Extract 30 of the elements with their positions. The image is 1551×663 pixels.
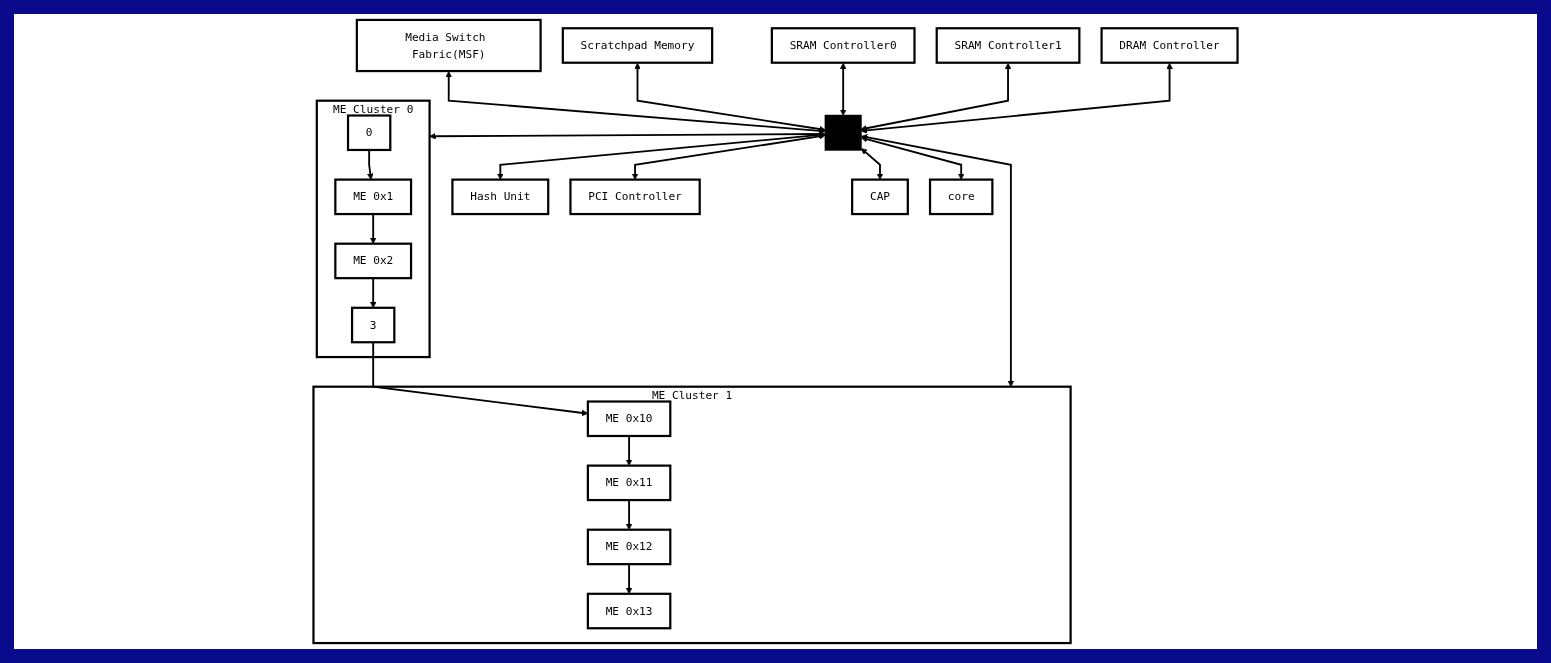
node-box: ME 0x1 <box>334 178 413 216</box>
node-box: Scratchpad Memory <box>561 27 714 64</box>
node-box: SRAM Controller1 <box>935 27 1081 64</box>
node-box: SRAM Controller0 <box>770 27 916 64</box>
arrow <box>631 133 826 180</box>
node-box: ME 0x10 <box>586 400 672 438</box>
arrow <box>860 134 1015 387</box>
node-box: ME 0x12 <box>586 528 672 566</box>
arrow <box>445 71 826 135</box>
arrow <box>860 148 884 180</box>
node-box: ME 0x11 <box>586 464 672 502</box>
arrow <box>634 62 826 133</box>
arrow <box>429 130 826 140</box>
node-box: ME 0x2 <box>334 242 413 280</box>
node-box: DRAM Controller <box>1100 27 1239 64</box>
arrow <box>625 435 633 466</box>
node-bar <box>824 114 862 151</box>
node-box: 0 <box>346 114 392 152</box>
node-box: CAP <box>851 178 909 216</box>
arrow <box>367 149 374 180</box>
arrow <box>860 136 965 180</box>
node-box: PCI Controller <box>569 178 701 216</box>
node-box: core <box>928 178 994 216</box>
node-box: 3 <box>350 306 396 344</box>
arrow <box>860 62 1173 134</box>
node-box: Media Switch Fabric(MSF) <box>355 18 542 73</box>
arrow <box>860 62 1012 132</box>
node-box: ME 0x13 <box>586 592 672 630</box>
node-box: Hash Unit <box>451 178 550 216</box>
arrow <box>839 62 847 116</box>
